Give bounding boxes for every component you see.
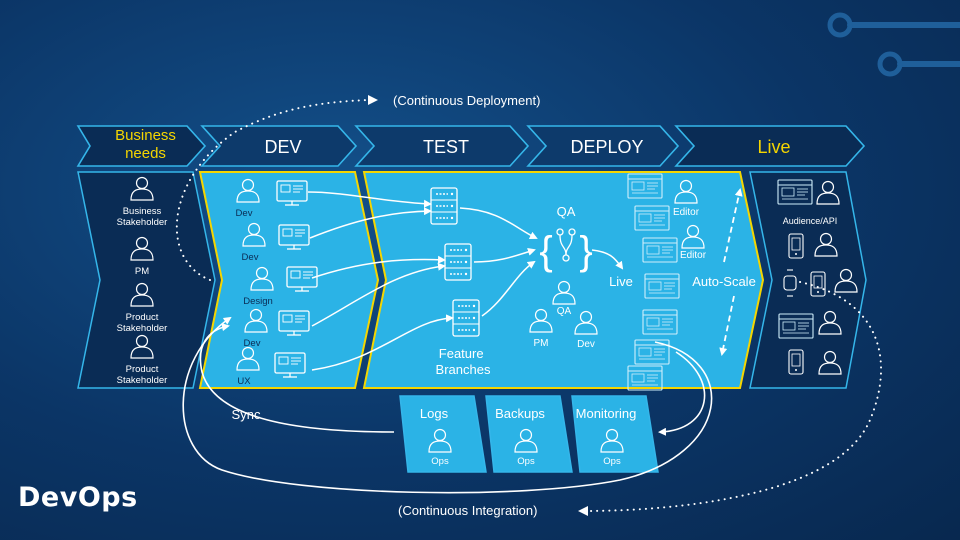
lane-dev — [198, 171, 380, 389]
live-label: Live — [609, 274, 633, 289]
brace-left: { — [539, 229, 552, 273]
circuit-decoration — [827, 12, 960, 77]
phase-label: Live — [757, 137, 790, 157]
phase-chevron — [76, 125, 207, 167]
qa-hub: QA { } — [539, 204, 592, 273]
phase-chevron — [526, 125, 680, 167]
ops-box — [399, 395, 487, 473]
phase-label: TEST — [423, 137, 469, 157]
dev-role-label: Dev — [242, 252, 259, 263]
phase-label: DEPLOY — [570, 137, 643, 157]
editor-label: Editor — [680, 250, 707, 261]
dev-to-test-arrows — [307, 191, 454, 371]
ops-role: Ops — [603, 456, 621, 467]
dev-role-label: UX — [237, 376, 251, 387]
continuous-deployment-label: (Continuous Deployment) — [393, 93, 540, 108]
watch-icon — [783, 269, 797, 297]
auto-scale-arrows — [719, 188, 743, 356]
ops-title: Logs — [420, 406, 449, 421]
loop-lines — [182, 316, 713, 494]
cd-arrowhead — [368, 95, 378, 105]
ci-dotted-path — [589, 281, 882, 512]
dev-role-label: Design — [243, 296, 273, 307]
monitoring-loop — [658, 351, 706, 436]
phase-chevron — [200, 125, 358, 167]
merge-icon — [556, 228, 576, 262]
live-audience — [777, 179, 858, 375]
brace-right: } — [579, 229, 592, 273]
lane-business — [77, 171, 216, 389]
ops-title: Monitoring — [576, 406, 637, 421]
ops-title: Backups — [495, 406, 545, 421]
dev-role-label: Dev — [236, 208, 253, 219]
phase-label: DEV — [264, 137, 301, 157]
business-role-label: PM — [135, 266, 149, 277]
dev-role-label: Dev — [244, 338, 261, 349]
deploy-person-label: PM — [534, 338, 549, 349]
brand-title: DevOps — [18, 482, 138, 513]
ops-box — [485, 395, 573, 473]
ci-arrowhead — [578, 506, 588, 516]
feature-branches-label: Feature Branches — [436, 346, 491, 377]
ci-loop — [182, 316, 713, 494]
ops-box — [571, 395, 659, 473]
qa-label: QA — [557, 204, 576, 219]
phase-chevron — [354, 125, 530, 167]
deploy-person-label: QA — [557, 306, 572, 317]
editor-label: Editor — [673, 207, 700, 218]
ops-role: Ops — [517, 456, 535, 467]
deploy-person-label: Dev — [577, 339, 595, 350]
test-to-qa-arrows — [459, 207, 624, 317]
sync-label: Sync — [232, 407, 261, 422]
dotted-flows — [175, 99, 882, 512]
auto-scale-label: Auto-Scale — [692, 274, 756, 289]
phase-chevron — [674, 125, 866, 167]
continuous-integration-label: (Continuous Integration) — [398, 503, 537, 518]
ops-role: Ops — [431, 456, 449, 467]
audience-label: Audience/API — [783, 216, 838, 226]
